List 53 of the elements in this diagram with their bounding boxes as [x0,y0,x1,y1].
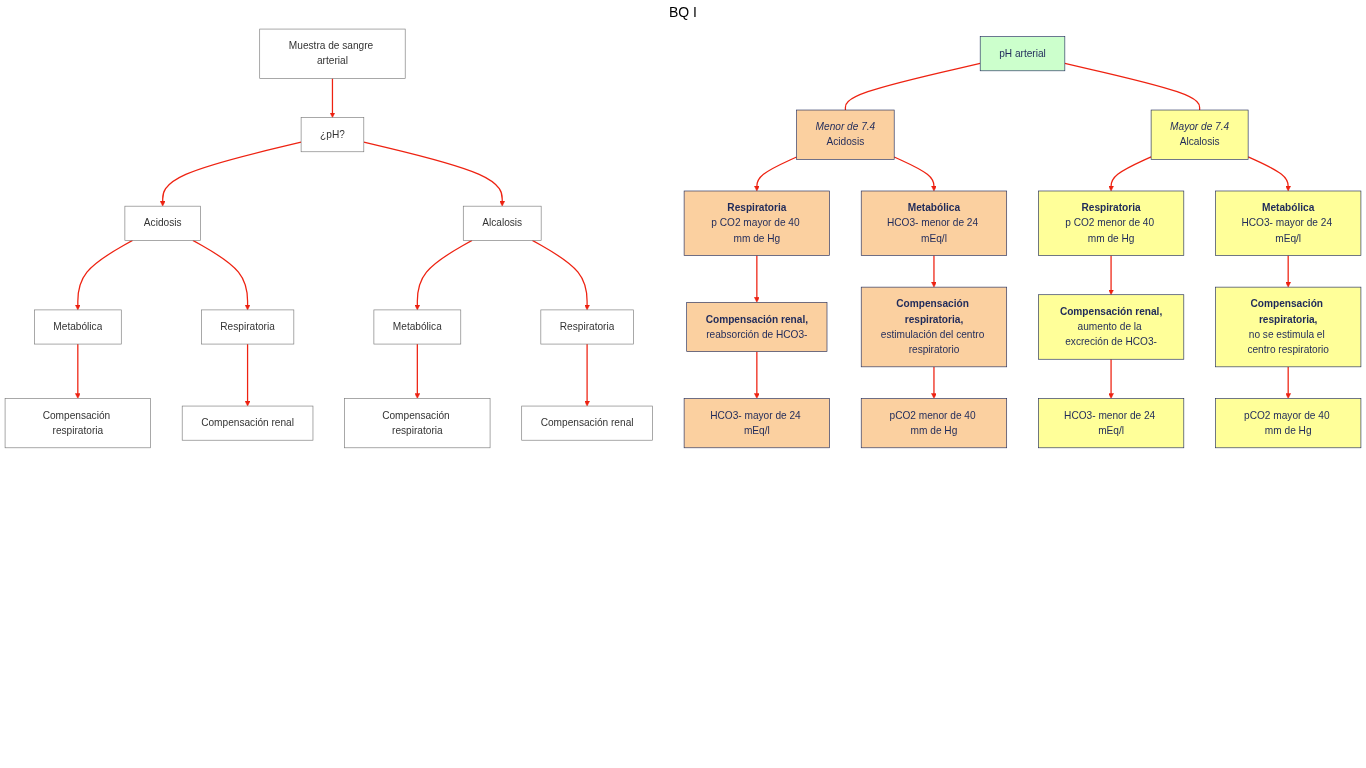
arrow [414,343,421,399]
arrow [931,254,937,288]
node-box: pCO2 menor de 40 mm de Hg [860,398,1007,449]
node-box: Compensación renal [181,405,314,441]
node-box: Compensación respiratoria, estimulación del centro respiratorio [860,286,1007,368]
node-box: Menor de 7.4 Acidosis [796,109,895,160]
node-box: Respiratoria p CO2 mayor de 40 mm de Hg [683,190,830,256]
arrow [893,156,937,192]
arrow [931,366,937,399]
node-box: Respiratoria [540,309,634,345]
node-box: Muestra de sangre arterial [259,28,406,79]
arrow [754,351,760,399]
arrow [414,239,473,311]
node-box: Compensación respiratoria [4,398,151,449]
arrow [244,343,251,407]
node-box: Metabólica HCO3- mayor de 24 mEq/l [1215,190,1362,256]
node-box: Compensación respiratoria [344,398,491,449]
node-box: Metabólica [373,309,462,345]
arrow [531,239,590,311]
node-box: HCO3- menor de 24 mEq/l [1038,398,1185,449]
node-box: Acidosis [124,205,201,241]
diagram-title: BQ I [669,4,697,20]
node-box: Metabólica HCO3- menor de 24 mEq/l [860,190,1007,256]
arrow [329,77,336,118]
arrow [1285,254,1291,288]
node-box: pH arterial [979,36,1066,72]
arrow [1108,156,1152,192]
node-box: Compensación renal [521,405,653,441]
arrow [584,343,590,407]
node-box: HCO3- mayor de 24 mEq/l [683,398,830,449]
arrow [192,239,251,311]
node-box: Metabólica [34,309,122,345]
arrow [1247,156,1291,192]
arrow [1108,254,1114,295]
arrow [75,239,134,311]
arrow [754,156,798,192]
node-box: Respiratoria [201,309,295,345]
node-box: ¿pH? [300,117,365,153]
arrow [1108,358,1114,399]
node-box: Compensación respiratoria, no se estimula el centro respiratorio [1215,286,1362,368]
connector [1064,62,1201,111]
node-box: Compensación renal, reabsorción de HCO3- [686,302,828,352]
node-box: Mayor de 7.4 Alcalosis [1150,109,1249,160]
node-box: Compensación renal, aumento de la excreción de HCO3- [1038,294,1185,360]
arrow [159,141,302,207]
node-box: Alcalosis [462,205,542,241]
connector [844,62,981,111]
node-box: pCO2 mayor de 40 mm de Hg [1215,398,1362,449]
arrow [75,343,81,399]
node-box: Respiratoria p CO2 menor de 40 mm de Hg [1038,190,1185,256]
arrow [754,254,760,303]
arrow [1285,366,1291,399]
arrow [363,141,505,207]
